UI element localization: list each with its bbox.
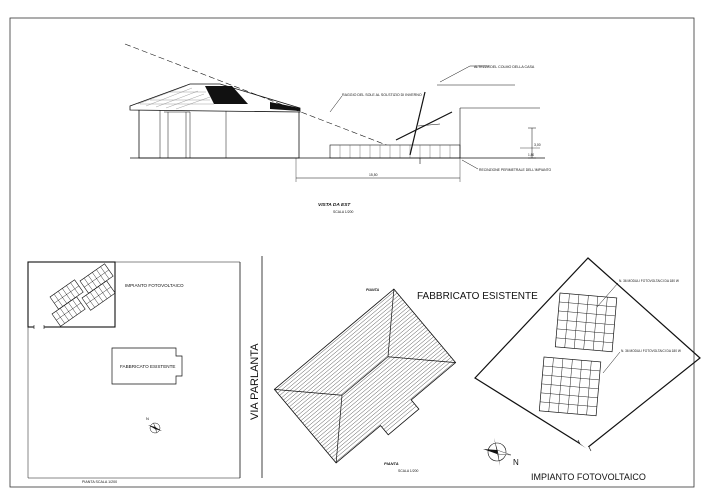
pv-leader-1 bbox=[596, 282, 619, 308]
pv-module-divider bbox=[540, 401, 597, 408]
site-caption: PIANTA SCALA 1/200 bbox=[82, 480, 117, 484]
ridge-leader bbox=[439, 65, 471, 83]
house-wall bbox=[138, 109, 300, 159]
elevation-view: ALTEZZA DEL COLMO DELLA CASA RAGGIO DEL … bbox=[124, 43, 552, 214]
site-plan: IMPIANTO FOTOVOLTAICO FABBRICATO ESISTEN… bbox=[27, 256, 263, 484]
dim-horizontal-value: 15,50 bbox=[369, 173, 378, 177]
label-sun-rays: RAGGIO DEL SOLE AL SOLSTIZIO DI INVERNO bbox=[342, 93, 422, 97]
label-fence: RECINZIONE PERIMETRALE DELL'IMPIANTO bbox=[479, 168, 552, 172]
pv-module-divider bbox=[556, 337, 613, 344]
elevation-scale: SCALA 1/200 bbox=[333, 210, 353, 214]
pv-module-divider bbox=[558, 310, 616, 317]
roof-plan-label-bottom: PIANTA bbox=[384, 461, 399, 466]
pv-module-divider bbox=[542, 374, 600, 381]
site-label-building: FABBRICATO ESISTENTE bbox=[120, 364, 175, 369]
pv-panel-support bbox=[409, 91, 426, 156]
fence-bars bbox=[339, 145, 451, 158]
road-label: VIA PARLANTA bbox=[249, 343, 261, 420]
pv-module-divider bbox=[556, 328, 614, 335]
sheet-border bbox=[9, 17, 695, 488]
pv-north-label: N bbox=[513, 458, 519, 467]
dim-vertical-value: 3,00 bbox=[534, 143, 541, 147]
pv-title: IMPIANTO FOTOVOLTAICO bbox=[531, 472, 646, 482]
site-pv-enclosure bbox=[27, 261, 116, 328]
perimeter-fence bbox=[329, 144, 461, 159]
roof-plan-label-top: PIANTA bbox=[366, 288, 380, 292]
pv-array-lower bbox=[538, 356, 602, 417]
dim-small-value: 1,80 bbox=[528, 153, 534, 157]
pv-module-divider bbox=[559, 301, 617, 308]
site-north-label: N bbox=[146, 416, 149, 421]
roof-dark-eave bbox=[270, 102, 300, 111]
pv-panel-tilt bbox=[395, 111, 453, 141]
roof-plan-title: FABBRICATO ESISTENTE bbox=[417, 291, 538, 302]
pv-module-divider bbox=[557, 319, 615, 326]
fence-leader bbox=[461, 159, 479, 170]
pv-north-arrow: N bbox=[483, 438, 519, 467]
elevation-title: VISTA DA EST bbox=[318, 202, 351, 208]
pv-enclosure bbox=[474, 257, 701, 449]
roof-ridges bbox=[274, 289, 456, 463]
pv-module-divider bbox=[543, 365, 601, 372]
site-lot-boundary bbox=[27, 261, 241, 479]
site-label-pv: IMPIANTO FOTOVOLTAICO bbox=[125, 283, 184, 288]
site-north-arrow: N bbox=[146, 416, 162, 434]
pv-module-divider bbox=[540, 392, 598, 399]
pv-label-modules-1: N. 36 MODULI FOTOVOLTAICI DA 180 W bbox=[619, 279, 679, 283]
pv-leader-2 bbox=[602, 351, 621, 374]
roof-tiles bbox=[137, 85, 214, 110]
sun-ray-line bbox=[124, 43, 421, 159]
pv-detail: N. 36 MODULI FOTOVOLTAICI DA 180 W N. 36… bbox=[474, 257, 701, 482]
label-ridge-height: ALTEZZA DEL COLMO DELLA CASA bbox=[474, 65, 535, 69]
site-pv-array-2 bbox=[79, 263, 114, 294]
roof-plan-scale: SCALA 1/200 bbox=[398, 469, 418, 473]
roof-dark-slope bbox=[205, 86, 248, 104]
pv-array-upper bbox=[554, 292, 618, 353]
roof-plan: FABBRICATO ESISTENTE bbox=[273, 288, 538, 473]
sun-leader bbox=[329, 95, 343, 113]
pv-label-modules-2: N. 36 MODULI FOTOVOLTAICI DA 180 W bbox=[621, 349, 681, 353]
site-building bbox=[111, 347, 183, 385]
pv-module-divider bbox=[541, 383, 599, 390]
